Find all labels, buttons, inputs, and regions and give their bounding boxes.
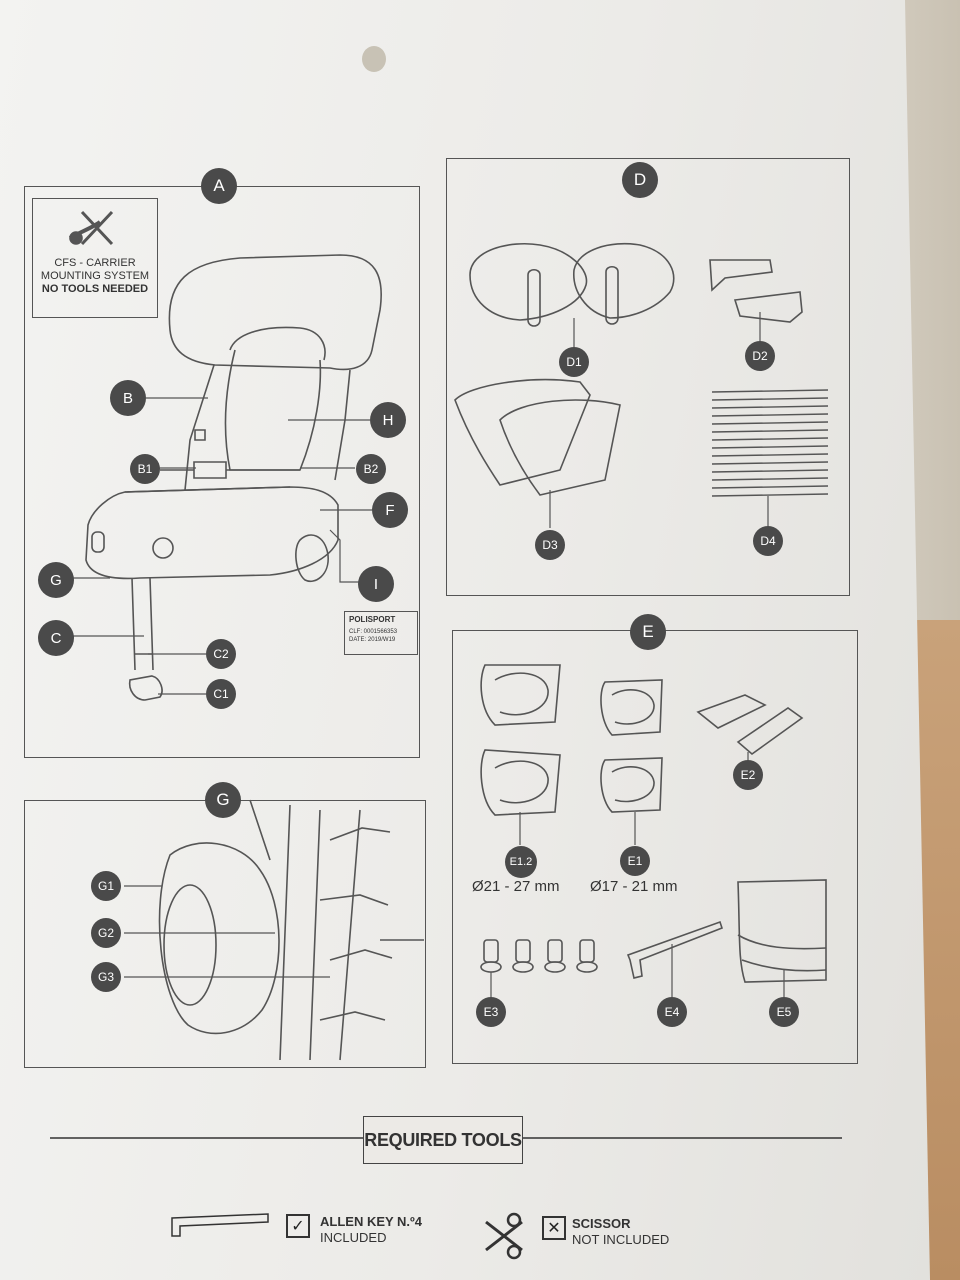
cfs-line1: CFS - CARRIER	[54, 257, 136, 269]
label-e3: E3	[476, 997, 506, 1027]
panel-d	[446, 158, 850, 596]
label-c1: C1	[206, 679, 236, 709]
e4-drawing	[626, 920, 723, 998]
label-e4: E4	[657, 997, 687, 1027]
label-d2: D2	[745, 341, 775, 371]
required-tools-title: REQUIRED TOOLS	[363, 1116, 523, 1164]
sticker-code: CLF: 0001566353	[349, 629, 398, 635]
label-e1: E1	[620, 846, 650, 876]
label-i: I	[358, 566, 394, 602]
size-e1-2: Ø21 - 27 mm	[472, 878, 560, 895]
d3-drawing	[454, 378, 621, 528]
e5-drawing	[737, 879, 827, 1000]
d1-drawing	[469, 242, 675, 350]
cfs-carrier-note: CFS - CARRIER MOUNTING SYSTEM NO TOOLS N…	[32, 198, 158, 318]
scissor-status: NOT INCLUDED	[572, 1232, 670, 1247]
label-g3: G3	[91, 962, 121, 992]
allen-key-icon	[171, 1213, 269, 1237]
label-e1-2: E1.2	[505, 846, 537, 878]
e2-drawing	[696, 694, 804, 762]
no-tools-icon	[68, 210, 114, 246]
d2-drawing	[709, 259, 803, 345]
g-drawing	[124, 799, 424, 1061]
label-c2: C2	[206, 639, 236, 669]
d4-drawing	[711, 389, 829, 528]
label-h: H	[370, 402, 406, 438]
e1-drawing	[600, 679, 663, 845]
scissor-label: SCISSOR NOT INCLUDED	[572, 1216, 669, 1248]
allen-key-name: ALLEN KEY N.º4	[320, 1214, 423, 1229]
section-g-badge: G	[205, 782, 241, 818]
label-g1: G1	[91, 871, 121, 901]
label-b1: B1	[130, 454, 160, 484]
section-a-badge: A	[201, 168, 237, 204]
scissor-icon	[485, 1212, 523, 1260]
e1-2-drawing	[480, 664, 561, 845]
cfs-line2: MOUNTING SYSTEM	[40, 270, 150, 282]
e3-drawing	[480, 939, 598, 998]
scissor-checkbox: ✕	[542, 1216, 566, 1240]
label-e2: E2	[733, 760, 763, 790]
label-d3: D3	[535, 530, 565, 560]
section-d-badge: D	[622, 162, 658, 198]
label-g2: G2	[91, 918, 121, 948]
label-b2: B2	[356, 454, 386, 484]
label-d4: D4	[753, 526, 783, 556]
allen-key-status: INCLUDED	[320, 1230, 387, 1245]
label-b: B	[110, 380, 146, 416]
sticker-date: DATE: 2019/W19	[349, 637, 396, 643]
section-e-badge: E	[630, 614, 666, 650]
label-f: F	[372, 492, 408, 528]
label-c: C	[38, 620, 74, 656]
sticker-brand: POLISPORT	[349, 615, 396, 624]
punch-hole	[362, 46, 386, 72]
technical-drawings	[50, 210, 842, 1260]
size-e1: Ø17 - 21 mm	[590, 878, 678, 895]
label-e5: E5	[769, 997, 799, 1027]
cfs-line3: NO TOOLS NEEDED	[41, 283, 149, 295]
label-g: G	[38, 562, 74, 598]
instruction-sheet: A D E G CFS - CARRIER MOUNTING SYSTEM NO…	[0, 0, 930, 1280]
allen-key-label: ALLEN KEY N.º4 INCLUDED	[320, 1214, 422, 1246]
allen-key-checkbox: ✓	[286, 1214, 310, 1238]
scissor-name: SCISSOR	[572, 1216, 631, 1231]
product-sticker: POLISPORT CLF: 0001566353 DATE: 2019/W19	[344, 611, 418, 655]
label-d1: D1	[559, 347, 589, 377]
child-seat-drawing	[85, 254, 382, 701]
